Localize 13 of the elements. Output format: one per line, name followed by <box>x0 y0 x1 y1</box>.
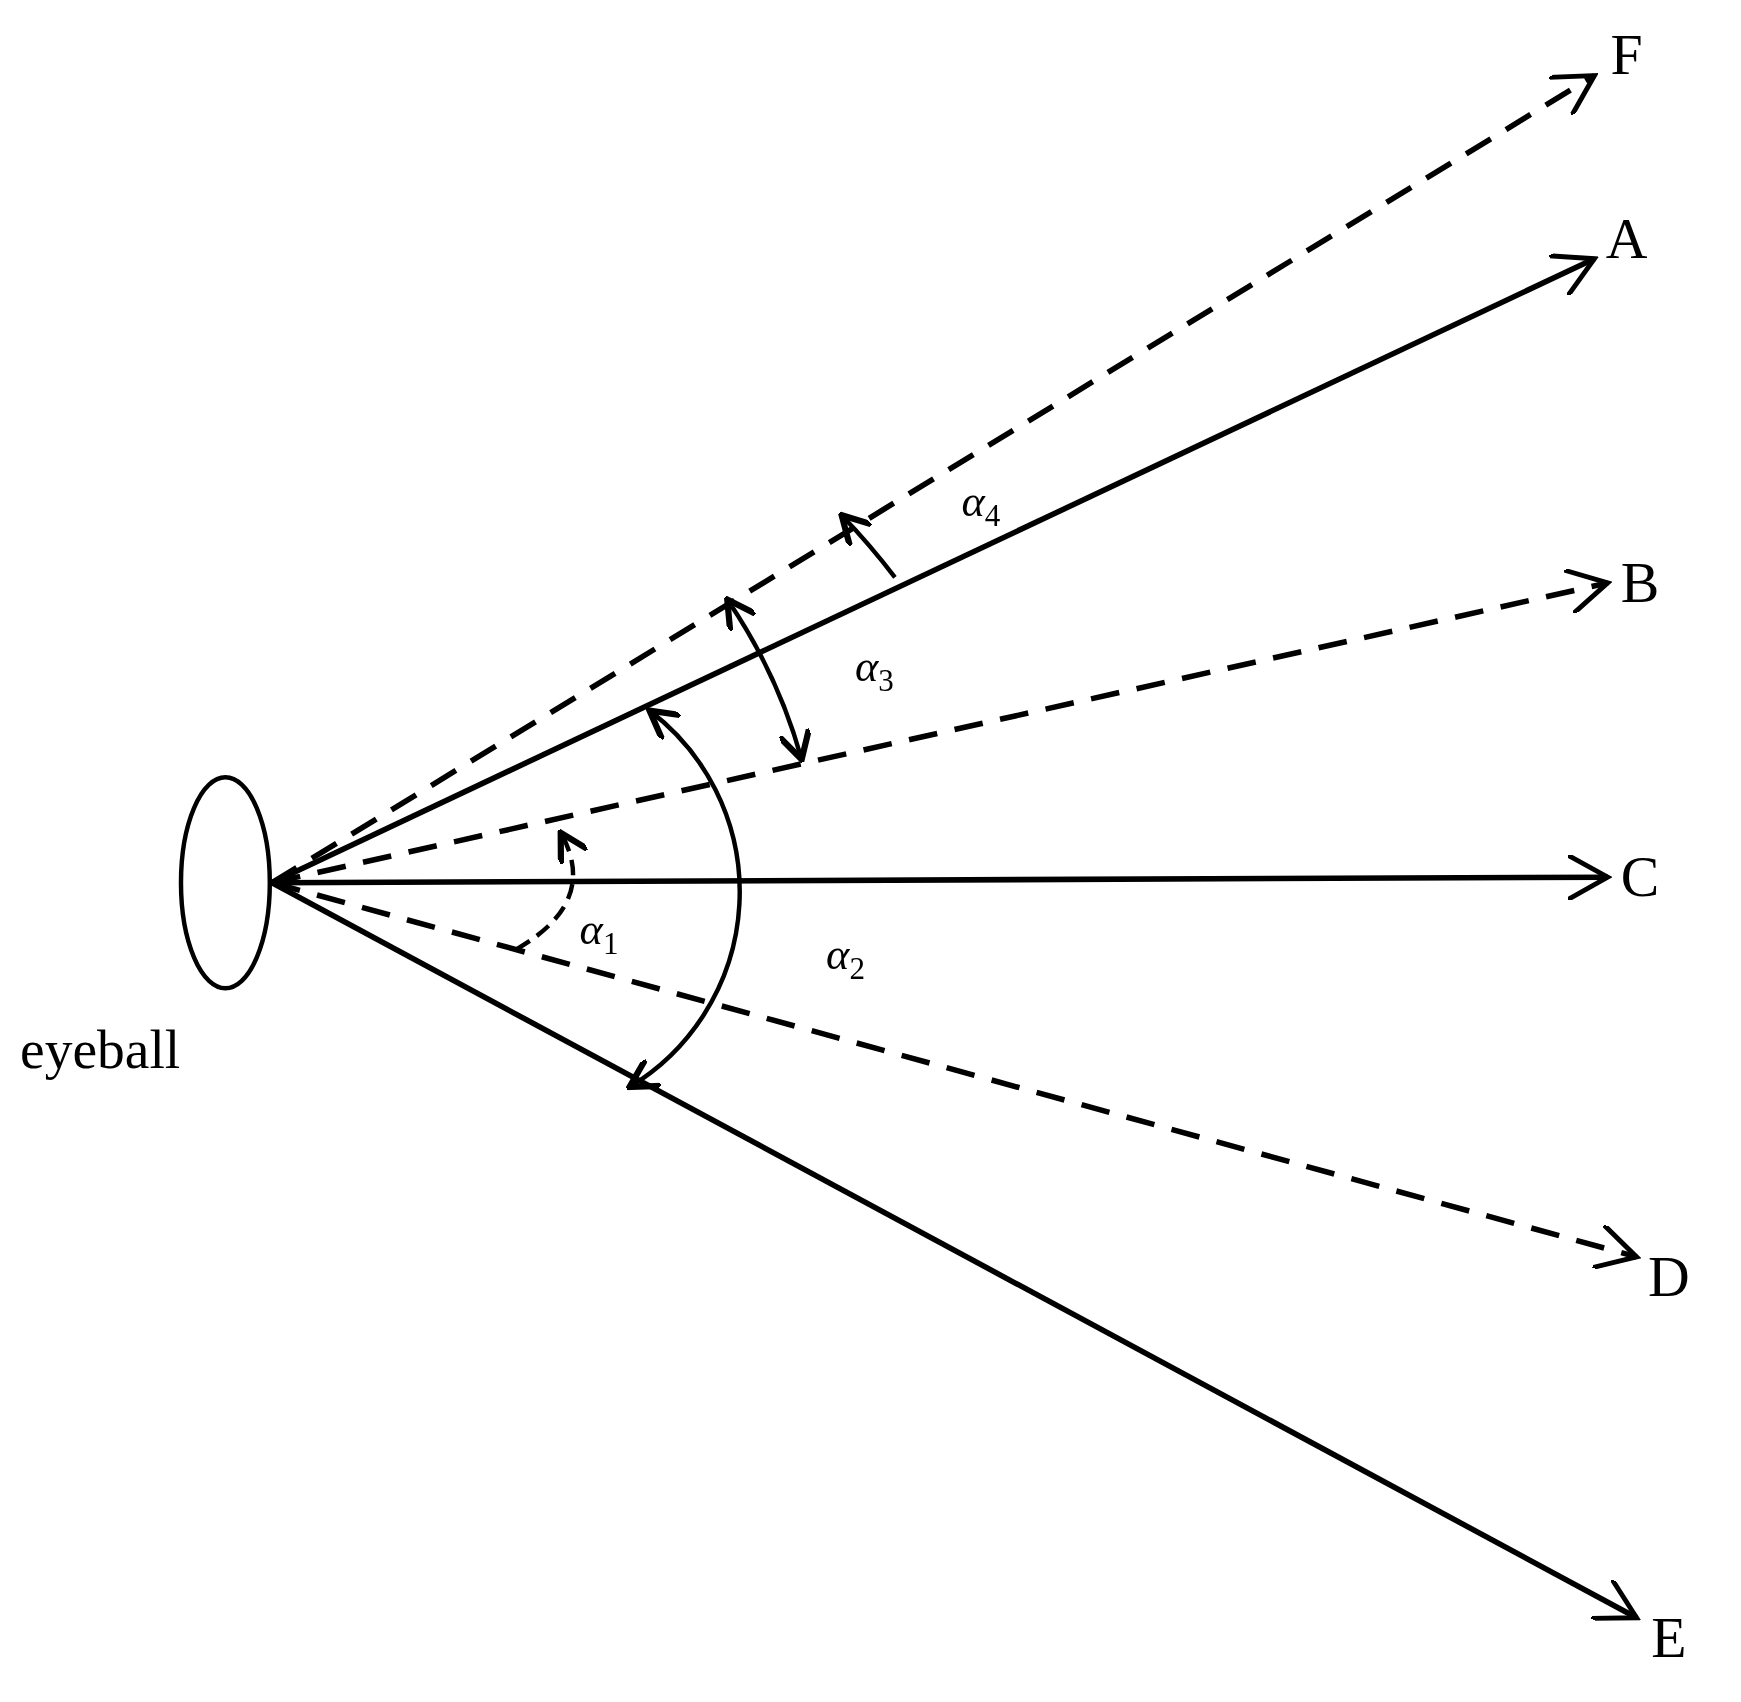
angle-label: α$_{4}$ <box>961 477 1001 535</box>
angle-label: α$_{3}$ <box>854 641 894 700</box>
ray-label: C <box>1612 846 1668 909</box>
ray-label: A <box>1598 207 1655 270</box>
arrow <box>272 852 1611 902</box>
ray-label: F <box>1598 24 1655 87</box>
ray-label: B <box>1612 551 1668 614</box>
angle-label: α$_{1}$ <box>579 904 619 963</box>
eyeball-ellipse <box>178 775 273 991</box>
node-caption: eyeball <box>20 1019 181 1080</box>
angle-label: α$_{2}$ <box>826 930 865 988</box>
ray-label: D <box>1641 1245 1697 1308</box>
ray-label: E <box>1641 1606 1697 1669</box>
